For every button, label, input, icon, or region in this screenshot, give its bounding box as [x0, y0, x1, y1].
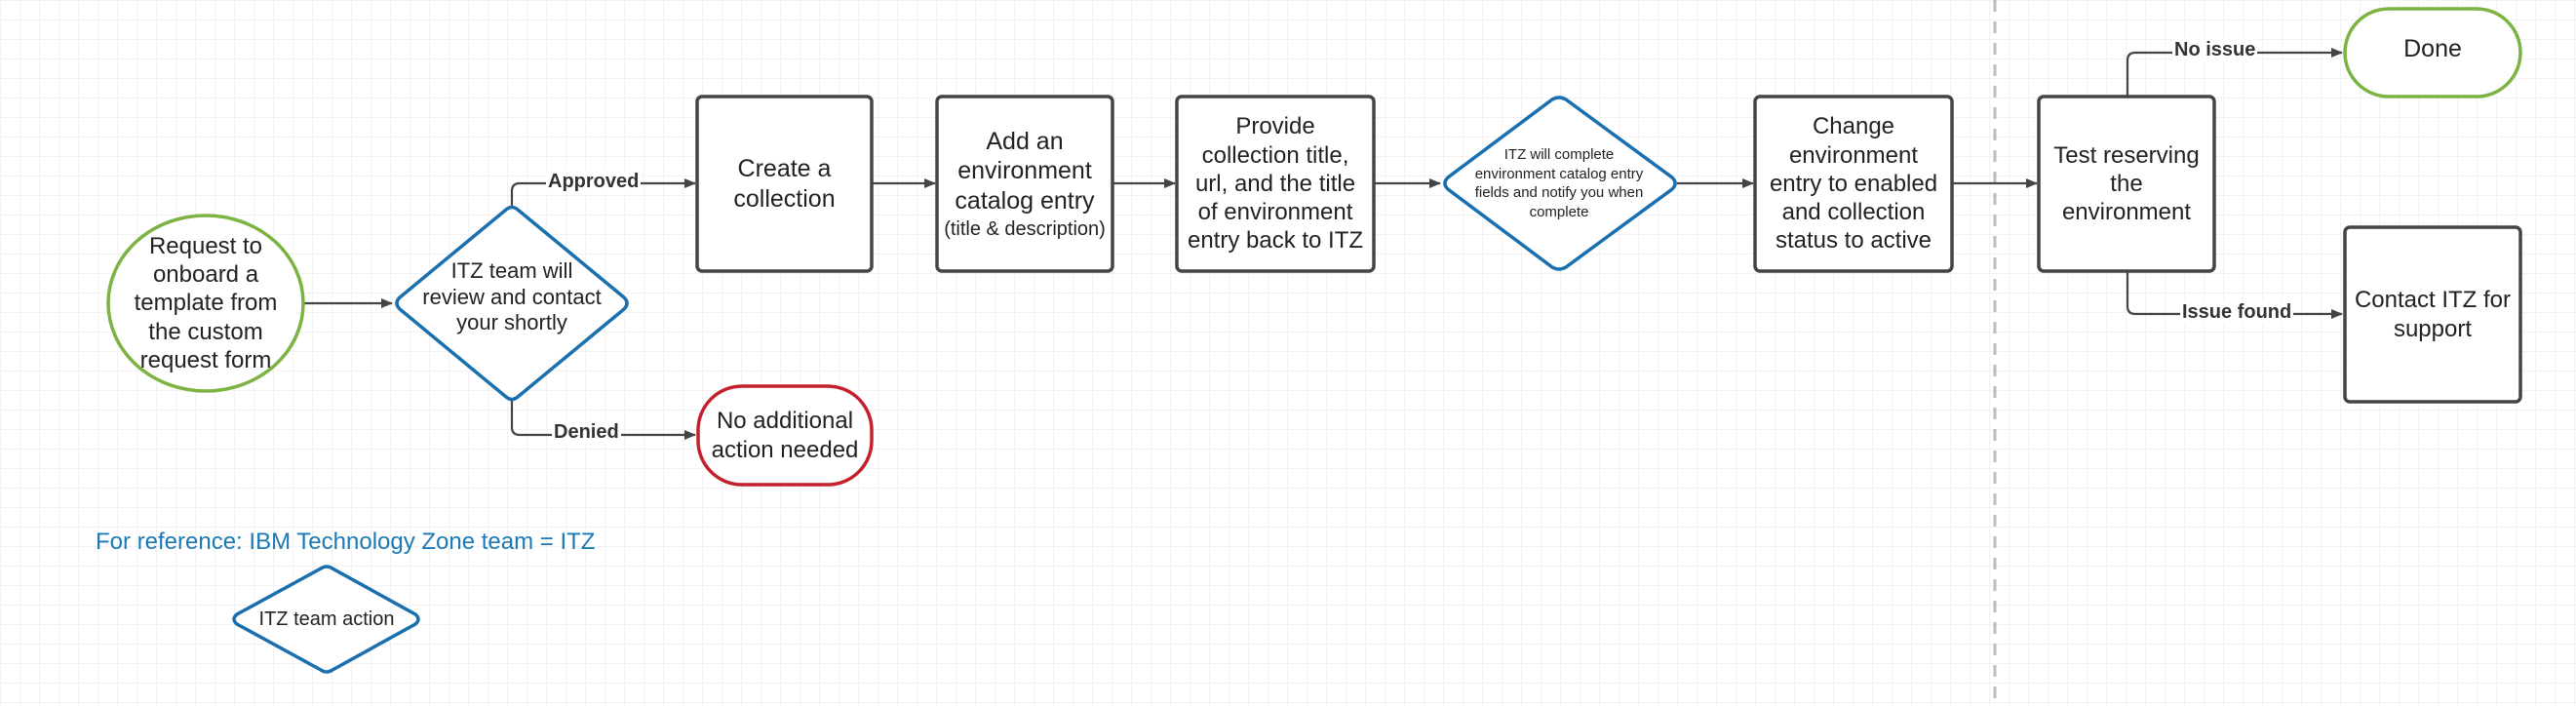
done-terminal: [2343, 7, 2522, 98]
edge-issue-found: [2126, 270, 2343, 319]
add-catalog-entry-box: [935, 95, 1114, 273]
change-status-box: [1753, 95, 1954, 273]
edge-label-approved: Approved: [546, 170, 642, 193]
create-collection-box: [695, 95, 874, 273]
edge-label-no-issue: No issue: [2172, 38, 2258, 61]
edge-denied: [510, 400, 696, 440]
provide-details-box: [1175, 95, 1376, 273]
edge-label-denied: Denied: [552, 420, 621, 444]
contact-itz-label: Contact ITZ for support: [2354, 287, 2512, 342]
review-label: ITZ team will review and contact your sh…: [422, 257, 602, 335]
review-decision-diamond: [395, 205, 629, 402]
itz-complete-diamond: [1443, 96, 1677, 271]
start-request-circle: [106, 214, 305, 393]
change-status-label: Change environment entry to enabled and …: [1769, 113, 1938, 255]
legend-action-label: ITZ team action: [258, 608, 395, 630]
contact-itz-box: [2343, 225, 2522, 404]
test-reserving-box: [2037, 95, 2216, 273]
reference-note: For reference: IBM Technology Zone team …: [96, 529, 596, 555]
legend-action-diamond: [232, 565, 420, 674]
no-action-label: No additional action needed: [711, 408, 859, 463]
add-catalog-subtitle: (title & description): [944, 218, 1106, 241]
create-collection-label: Create a collection: [733, 155, 836, 213]
request-label: Request to onboard a template from the c…: [134, 232, 278, 373]
add-catalog-title: Add an environment catalog entry: [955, 127, 1095, 215]
test-reserving-label: Test reserving the environment: [2053, 141, 2200, 226]
done-label: Done: [2403, 34, 2462, 62]
add-catalog-label: Add an environment catalog entry (title …: [937, 97, 1112, 271]
edge-label-issue-found: Issue found: [2180, 300, 2294, 324]
provide-details-label: Provide collection title, url, and the t…: [1187, 113, 1364, 255]
edge-no-issue: [2126, 48, 2343, 97]
itz-complete-label: ITZ will complete environment catalog en…: [1474, 146, 1644, 220]
edge-approved: [510, 178, 696, 207]
no-action-terminal: [696, 384, 874, 487]
